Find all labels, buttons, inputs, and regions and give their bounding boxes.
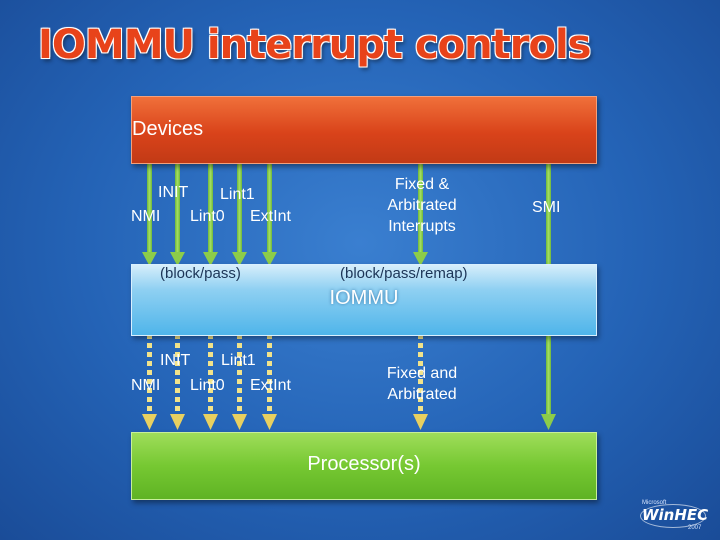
upper-nmi-label: NMI bbox=[131, 208, 161, 225]
logo-year-text: 2007 bbox=[688, 525, 702, 531]
smi-label: SMI bbox=[532, 199, 561, 216]
arrowhead-fixed-lower bbox=[413, 414, 428, 430]
lower-lint1-label: Lint1 bbox=[221, 352, 256, 369]
lower-fixed-label: Fixed and Arbitrated bbox=[372, 363, 472, 405]
slide-title: IOMMU interrupt controls bbox=[38, 22, 591, 68]
arrowhead-extint-lower bbox=[262, 414, 277, 430]
arrowhead-lint1-lower bbox=[232, 414, 247, 430]
upper-arrows bbox=[142, 162, 428, 266]
logo-microsoft-text: Microsoft bbox=[642, 500, 667, 506]
arrow-lint1-upper bbox=[237, 162, 242, 254]
lower-extint-label: ExtInt bbox=[250, 377, 291, 394]
upper-lint1-label: Lint1 bbox=[220, 186, 255, 203]
arrowhead-lint1-upper bbox=[232, 252, 247, 266]
arrowhead-smi bbox=[541, 414, 556, 430]
upper-extint-label: ExtInt bbox=[250, 208, 291, 225]
winhec-logo: Microsoft WinHEC 2007 bbox=[640, 500, 710, 534]
upper-fixed-line2: Arbitrated bbox=[387, 197, 457, 214]
iommu-block-pass: (block/pass) bbox=[160, 265, 241, 282]
devices-box: Devices bbox=[131, 96, 597, 164]
arrowhead-fixed-upper bbox=[413, 252, 428, 266]
processor-box: Processor(s) bbox=[131, 432, 597, 500]
lower-fixed-line2: Arbitrated bbox=[387, 386, 457, 403]
arrow-lint0-upper bbox=[208, 162, 213, 254]
iommu-block-pass-remap: (block/pass/remap) bbox=[340, 265, 468, 282]
upper-init-label: INIT bbox=[158, 184, 189, 201]
arrowhead-nmi-lower bbox=[142, 414, 157, 430]
iommu-label: IOMMU bbox=[329, 287, 399, 309]
processor-label: Processor(s) bbox=[307, 453, 421, 475]
arrowhead-init-lower bbox=[170, 414, 185, 430]
arrowhead-init-upper bbox=[170, 252, 185, 266]
arrowhead-lint0-lower bbox=[203, 414, 218, 430]
upper-fixed-label: Fixed & Arbitrated Interrupts bbox=[372, 174, 472, 237]
logo-swoosh bbox=[640, 504, 706, 528]
arrowhead-extint-upper bbox=[262, 252, 277, 266]
logo-winhec-text: WinHEC bbox=[642, 506, 709, 524]
arrowhead-lint0-upper bbox=[203, 252, 218, 266]
lower-arrows bbox=[147, 334, 423, 414]
lower-fixed-line1: Fixed and bbox=[386, 365, 458, 382]
arrow-extint-upper bbox=[267, 162, 272, 254]
upper-fixed-line3: Interrupts bbox=[388, 218, 456, 235]
lower-arrowheads bbox=[142, 414, 428, 430]
lower-init-label: INIT bbox=[160, 352, 191, 369]
lower-nmi-label: NMI bbox=[131, 377, 161, 394]
arrow-fixed-upper bbox=[418, 162, 423, 254]
iommu-box: (block/pass) (block/pass/remap) IOMMU bbox=[131, 264, 597, 336]
arrow-nmi-upper bbox=[147, 162, 152, 254]
devices-label: Devices bbox=[132, 118, 204, 140]
upper-fixed-line1: Fixed & bbox=[394, 176, 450, 193]
arrowhead-nmi-upper bbox=[142, 252, 157, 266]
lower-lint0-label: Lint0 bbox=[190, 377, 225, 394]
arrow-init-upper bbox=[175, 162, 180, 254]
upper-lint0-label: Lint0 bbox=[190, 208, 225, 225]
